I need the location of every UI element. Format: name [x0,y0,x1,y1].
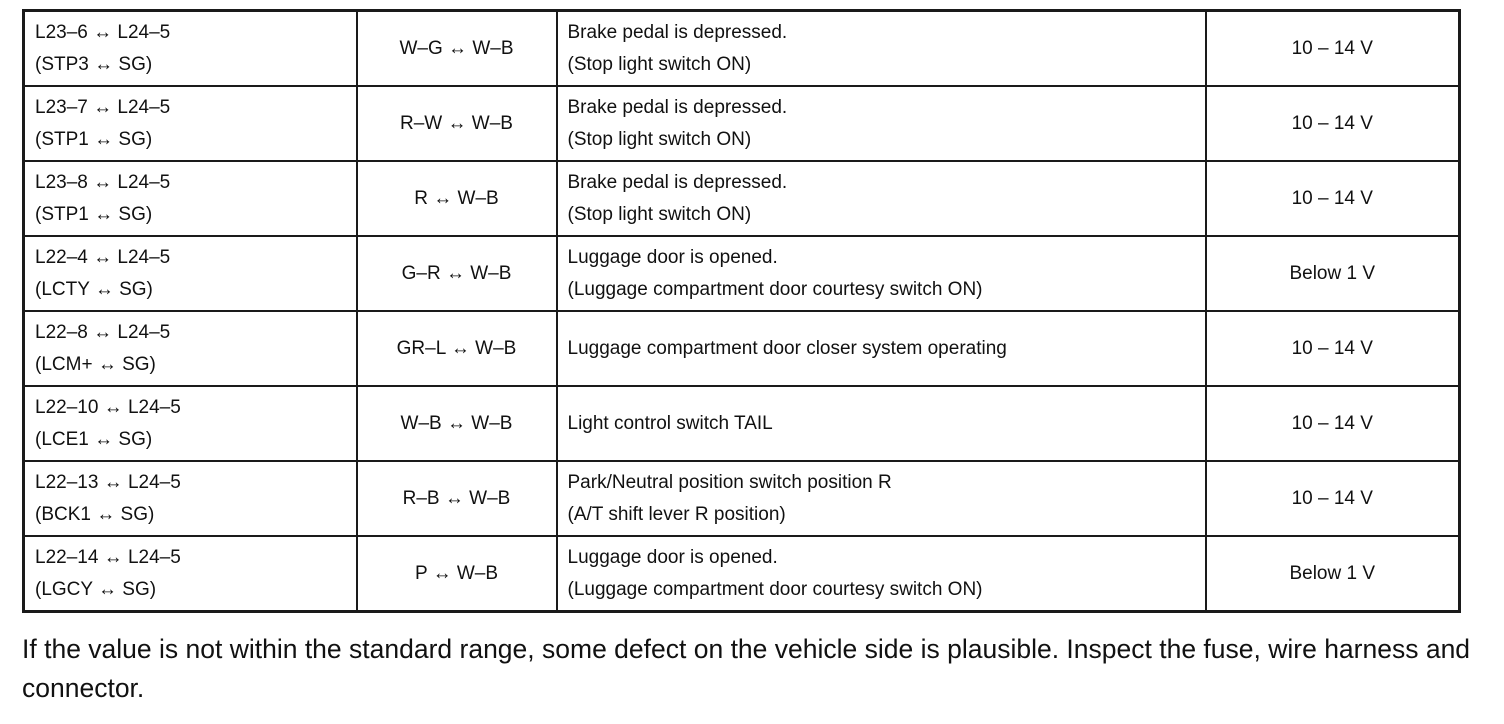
wiring-color-cell: R–B ↔ W–B [355,460,558,537]
terminal-symbols: (STP1 ↔ SG) [35,203,153,225]
terminal-symbols: (BCK1 ↔ SG) [35,503,155,525]
terminal-pins: L23–6 ↔ L24–5 [35,21,171,43]
condition-line: (Stop light switch ON) [567,53,752,75]
terminal-cell: L23–7 ↔ L24–5 (STP1 ↔ SG) [22,85,358,162]
condition-line: (Stop light switch ON) [567,203,752,225]
terminal-cell: L23–8 ↔ L24–5 (STP1 ↔ SG) [22,160,358,237]
wiring-color-cell: GR–L ↔ W–B [355,310,558,387]
wiring-color-cell: R–W ↔ W–B [355,85,558,162]
condition-line: Light control switch TAIL [567,412,773,434]
table-row: L23–7 ↔ L24–5 (STP1 ↔ SG) R–W ↔ W–B Brak… [22,85,1461,162]
specified-condition-cell: 10 – 14 V [1204,310,1461,387]
table-row: L22–14 ↔ L24–5 (LGCY ↔ SG) P ↔ W–B Lugga… [22,535,1461,613]
terminal-symbols: (LCM+ ↔ SG) [35,353,156,375]
table-row: L22–10 ↔ L24–5 (LCE1 ↔ SG) W–B ↔ W–B Lig… [22,385,1461,462]
condition-line: (Luggage compartment door courtesy switc… [567,578,983,600]
wiring-color-cell: G–R ↔ W–B [355,235,558,312]
table-row: L23–6 ↔ L24–5 (STP3 ↔ SG) W–G ↔ W–B Brak… [22,9,1461,87]
condition-cell: Park/Neutral position switch position R … [555,460,1207,537]
table-body: L23–6 ↔ L24–5 (STP3 ↔ SG) W–G ↔ W–B Brak… [22,9,1461,613]
specified-condition-cell: 10 – 14 V [1204,460,1461,537]
terminal-cell: L23–6 ↔ L24–5 (STP3 ↔ SG) [22,9,358,87]
terminal-symbols: (LCTY ↔ SG) [35,278,153,300]
specified-condition-cell: Below 1 V [1204,235,1461,312]
specified-condition-cell: 10 – 14 V [1204,160,1461,237]
terminal-pins: L22–8 ↔ L24–5 [35,321,171,343]
terminal-symbols: (LGCY ↔ SG) [35,578,157,600]
terminal-symbols: (STP3 ↔ SG) [35,53,153,75]
wiring-color-cell: W–B ↔ W–B [355,385,558,462]
condition-line: Brake pedal is depressed. [567,171,788,193]
table-row: L22–13 ↔ L24–5 (BCK1 ↔ SG) R–B ↔ W–B Par… [22,460,1461,537]
terminal-cell: L22–14 ↔ L24–5 (LGCY ↔ SG) [22,535,358,613]
terminal-cell: L22–8 ↔ L24–5 (LCM+ ↔ SG) [22,310,358,387]
wiring-color-cell: R ↔ W–B [355,160,558,237]
table-row: L22–4 ↔ L24–5 (LCTY ↔ SG) G–R ↔ W–B Lugg… [22,235,1461,312]
terminal-symbols: (LCE1 ↔ SG) [35,428,153,450]
specified-condition-cell: 10 – 14 V [1204,9,1461,87]
wiring-color-cell: W–G ↔ W–B [355,9,558,87]
terminal-cell: L22–13 ↔ L24–5 (BCK1 ↔ SG) [22,460,358,537]
condition-line: (Luggage compartment door courtesy switc… [567,278,983,300]
terminal-symbols: (STP1 ↔ SG) [35,128,153,150]
condition-cell: Brake pedal is depressed. (Stop light sw… [555,85,1207,162]
condition-cell: Luggage compartment door closer system o… [555,310,1207,387]
condition-cell: Brake pedal is depressed. (Stop light sw… [555,9,1207,87]
wiring-color-cell: P ↔ W–B [355,535,558,613]
specified-condition-cell: 10 – 14 V [1204,385,1461,462]
terminal-pins: L22–10 ↔ L24–5 [35,396,181,418]
condition-line: Park/Neutral position switch position R [567,471,892,493]
specified-condition-cell: Below 1 V [1204,535,1461,613]
terminal-pins: L22–4 ↔ L24–5 [35,246,171,268]
condition-line: Brake pedal is depressed. [567,21,788,43]
condition-line: Luggage door is opened. [567,546,778,568]
terminal-pins: L22–13 ↔ L24–5 [35,471,181,493]
condition-line: (A/T shift lever R position) [567,503,786,525]
terminal-cell: L22–10 ↔ L24–5 (LCE1 ↔ SG) [22,385,358,462]
condition-line: Luggage door is opened. [567,246,778,268]
table-row: L23–8 ↔ L24–5 (STP1 ↔ SG) R ↔ W–B Brake … [22,160,1461,237]
table-row: L22–8 ↔ L24–5 (LCM+ ↔ SG) GR–L ↔ W–B Lug… [22,310,1461,387]
condition-cell: Light control switch TAIL [555,385,1207,462]
condition-line: Luggage compartment door closer system o… [567,337,1007,359]
terminal-voltage-table: L23–6 ↔ L24–5 (STP3 ↔ SG) W–G ↔ W–B Brak… [22,9,1461,613]
condition-cell: Luggage door is opened. (Luggage compart… [555,235,1207,312]
condition-cell: Brake pedal is depressed. (Stop light sw… [555,160,1207,237]
terminal-cell: L22–4 ↔ L24–5 (LCTY ↔ SG) [22,235,358,312]
terminal-pins: L23–8 ↔ L24–5 [35,171,171,193]
terminal-pins: L22–14 ↔ L24–5 [35,546,181,568]
inspection-note: If the value is not within the standard … [22,634,1471,703]
condition-cell: Luggage door is opened. (Luggage compart… [555,535,1207,613]
specified-condition-cell: 10 – 14 V [1204,85,1461,162]
condition-line: (Stop light switch ON) [567,128,752,150]
terminal-pins: L23–7 ↔ L24–5 [35,96,171,118]
condition-line: Brake pedal is depressed. [567,96,788,118]
